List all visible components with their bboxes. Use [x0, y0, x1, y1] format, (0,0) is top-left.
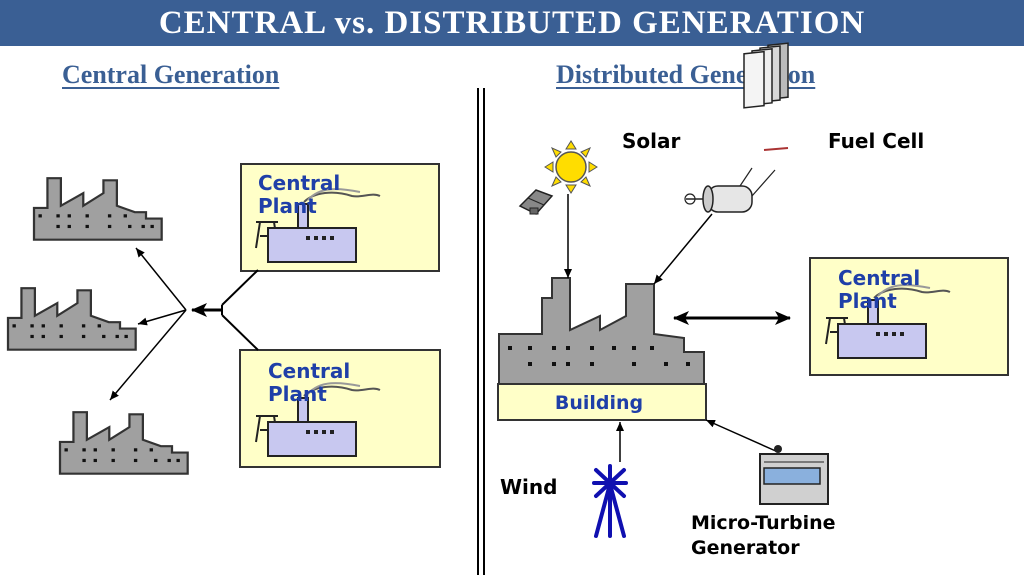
central-plant-top-label-1: Central: [258, 171, 340, 195]
page-title: CENTRAL vs. DISTRIBUTED GENERATION: [158, 4, 866, 41]
sun-icon: [544, 140, 598, 194]
microturbine-label-2: Generator: [691, 537, 800, 559]
central-plant-bottom: Central Plant: [239, 349, 441, 468]
central-plant-top-label-2: Plant: [258, 194, 317, 218]
transmission-network: [109, 247, 259, 401]
central-plant-bottom-label-2: Plant: [268, 382, 327, 406]
solar-label: Solar: [622, 129, 680, 153]
factory-icon: [32, 177, 163, 241]
central-generation-heading: Central Generation: [62, 60, 280, 89]
distributed-plant-label-1: Central: [838, 266, 920, 290]
fuel-cell-icon: [684, 42, 789, 213]
solar-panel-icon: [518, 189, 554, 215]
fuel-cell-label: Fuel Cell: [828, 129, 924, 153]
central-plant-bottom-label-1: Central: [268, 359, 350, 383]
factory-icon: [6, 287, 137, 351]
wind-label: Wind: [500, 475, 557, 499]
distributed-plant-label-2: Plant: [838, 289, 897, 313]
distributed-central-plant: Central Plant: [809, 257, 1009, 376]
building-label: Building: [555, 392, 643, 414]
building: Building: [497, 277, 707, 421]
factory-icon: [58, 411, 189, 475]
microturbine-icon: [759, 445, 829, 505]
title-banner: CENTRAL vs. DISTRIBUTED GENERATION: [0, 0, 1024, 46]
wind-turbine-icon: [592, 464, 628, 538]
central-plant-top: Central Plant: [240, 163, 440, 272]
distributed-connections: [564, 194, 791, 462]
microturbine-label-1: Micro-Turbine: [691, 512, 836, 534]
